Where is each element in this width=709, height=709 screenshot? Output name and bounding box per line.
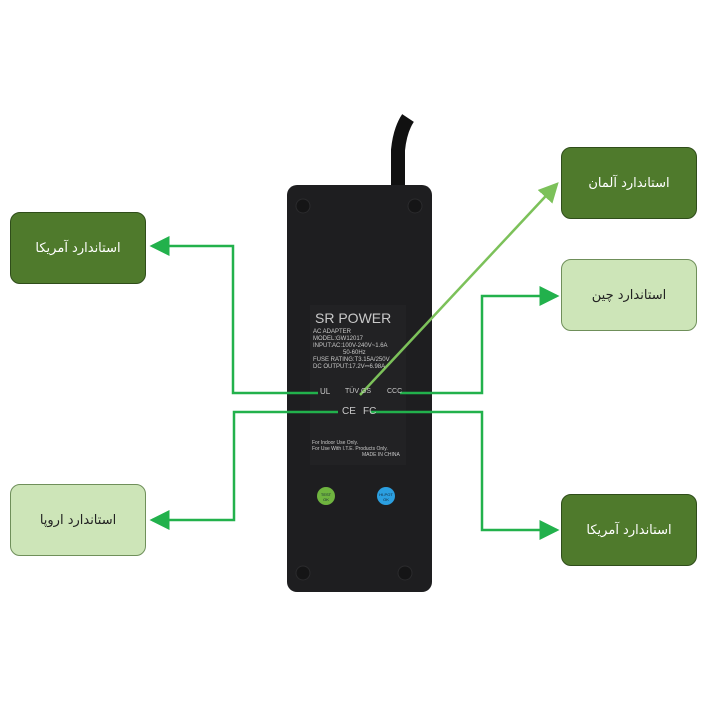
ul-mark: UL — [320, 387, 331, 396]
power-cable — [391, 114, 414, 185]
screw-icon — [407, 198, 423, 214]
tuv-mark: TÜV GS — [345, 388, 372, 395]
screw-icon — [397, 565, 413, 581]
test-badge — [317, 487, 335, 505]
callout-germany: استاندارد آلمان — [561, 147, 697, 219]
hipot-badge-label: HI-POT OK — [379, 492, 393, 502]
ccc-mark: CCC — [387, 388, 403, 395]
callout-china: استاندارد چین — [561, 259, 697, 331]
callout-usa-top: استاندارد آمریکا — [10, 212, 146, 284]
connector-germany — [359, 182, 559, 396]
connector-usa-bottom — [370, 410, 560, 540]
connector-china — [400, 286, 560, 395]
test-badge-label: TEST OK — [320, 492, 332, 502]
hipot-badge — [377, 487, 395, 505]
adapter-brand: SR POWER — [315, 310, 392, 326]
callout-usa-bottom: استاندارد آمریکا — [561, 494, 697, 566]
screw-icon — [295, 198, 311, 214]
fc-mark: FC — [363, 406, 377, 417]
screw-icon — [295, 565, 311, 581]
connector-europe — [149, 410, 338, 530]
adapter-specs: AC ADAPTER MODEL:GW12017 INPUT:AC:100V-2… — [313, 329, 390, 370]
callout-europe: استاندارد اروپا — [10, 484, 146, 556]
connector-usa-top — [149, 236, 318, 395]
caution-text: For Indoor Use Only. For Use With I.T.E.… — [312, 440, 400, 458]
label-area — [310, 305, 406, 465]
ce-mark: CE — [342, 406, 356, 417]
